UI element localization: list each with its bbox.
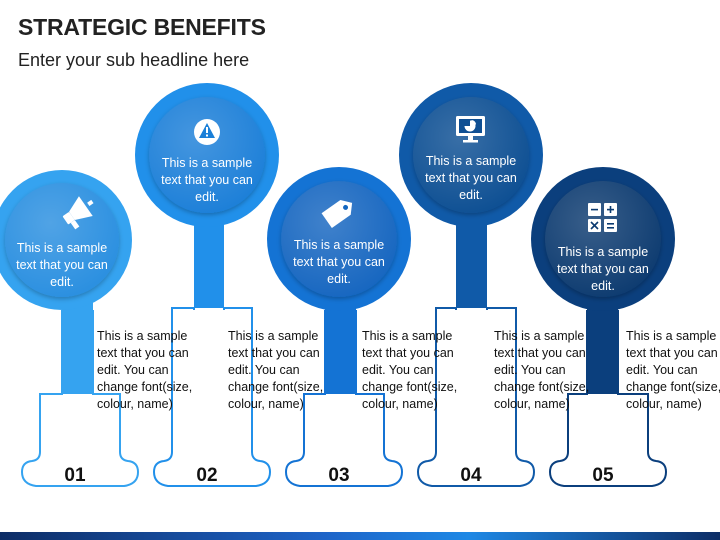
connector-stem-3 <box>325 300 356 394</box>
calculator-icon <box>588 203 617 232</box>
connector-stem-4 <box>456 215 487 308</box>
megaphone-icon <box>62 196 94 230</box>
monitor-chart-icon <box>456 116 485 143</box>
benefit-item-3 <box>267 167 411 487</box>
side-text-5: This is a sample text that you can edit.… <box>626 329 720 411</box>
step-number-3: 03 <box>328 465 350 486</box>
connector-stem-5 <box>587 300 618 394</box>
page-title: STRATEGIC BENEFITS <box>18 14 266 40</box>
footer-accent-bar <box>0 532 720 540</box>
circle-text-2: This is a sample text that you can edit. <box>161 156 253 204</box>
circle-text-3: This is a sample text that you can edit. <box>293 238 385 286</box>
connector-stem-2 <box>194 215 224 308</box>
circle-text-4: This is a sample text that you can edit. <box>425 154 517 202</box>
ring-shine-5 <box>545 181 661 297</box>
circle-text-5: This is a sample text that you can edit. <box>557 245 649 293</box>
connector-outline-5 <box>548 310 668 487</box>
side-text-2: This is a sample text that you can edit.… <box>228 329 324 411</box>
side-text-1: This is a sample text that you can edit.… <box>97 329 193 411</box>
side-text-4: This is a sample text that you can edit.… <box>494 329 590 411</box>
connector-outline-3 <box>284 310 404 487</box>
step-number-4: 04 <box>460 465 482 486</box>
step-number-5: 05 <box>592 465 614 486</box>
benefit-item-5 <box>531 167 675 487</box>
ring-shine-1 <box>5 183 119 297</box>
benefit-item-4 <box>399 83 543 487</box>
price-tag-icon <box>321 200 353 228</box>
side-text-3: This is a sample text that you can edit.… <box>362 329 458 411</box>
connector-stem-1 <box>62 300 93 394</box>
connector-outline-1 <box>20 310 140 487</box>
ring-shine-4 <box>413 97 529 213</box>
ring-shine-2 <box>149 97 265 213</box>
step-number-2: 02 <box>196 465 218 486</box>
step-number-1: 01 <box>64 465 86 486</box>
benefit-item-1 <box>0 170 140 487</box>
connector-outline-2 <box>152 307 272 487</box>
page-subtitle: Enter your sub headline here <box>18 50 250 70</box>
benefit-item-2 <box>135 83 279 487</box>
ring-shine-3 <box>281 181 397 297</box>
warning-icon <box>194 119 220 145</box>
circle-text-1: This is a sample text that you can edit. <box>16 241 108 289</box>
connector-outline-4 <box>416 307 536 487</box>
